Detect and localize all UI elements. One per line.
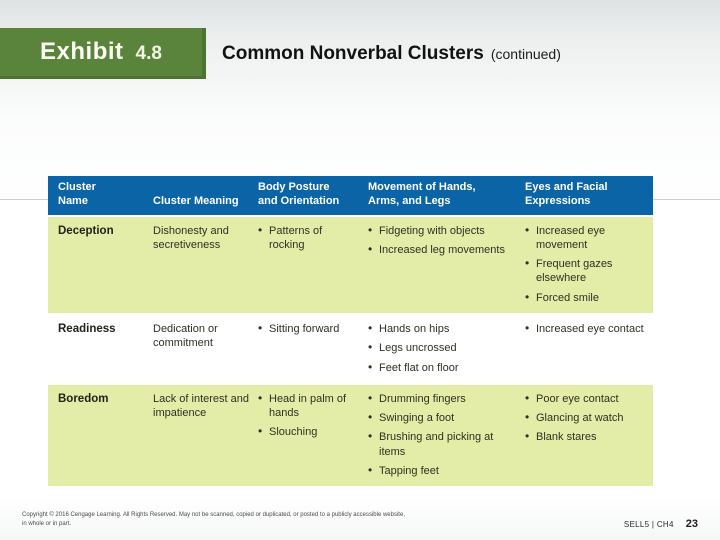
cluster-meaning: Lack of interest and impatience	[153, 392, 250, 420]
course-code: SELL5 | CH4	[623, 520, 674, 529]
slide-title-wrap: Common Nonverbal Clusters (continued)	[222, 28, 561, 79]
bullet-item: Increased eye movement	[525, 223, 645, 253]
movement-cell: Fidgeting with objects Increased leg mov…	[368, 217, 525, 313]
bullet-item: Tapping feet	[368, 463, 517, 479]
movement-cell: Drumming fingers Swinging a foot Brushin…	[368, 385, 525, 486]
col-header-cluster-meaning: Cluster Meaning	[153, 194, 239, 207]
bullet-item: Drumming fingers	[368, 391, 517, 407]
bullet-item: Head in palm of hands	[258, 391, 360, 421]
movement-cell: Hands on hips Legs uncrossed Feet flat o…	[368, 315, 525, 383]
bullet-item: Feet flat on floor	[368, 360, 517, 376]
exhibit-number: 4.8	[135, 42, 162, 64]
eyes-cell: Poor eye contact Glancing at watch Blank…	[525, 385, 653, 486]
cluster-meaning: Dedication or commitment	[153, 322, 218, 350]
cluster-name: Boredom	[58, 392, 109, 405]
cluster-meaning: Dishonesty and secretiveness	[153, 224, 229, 251]
bullet-item: Increased leg movements	[368, 242, 517, 258]
bullet-item: Frequent gazes elsewhere	[525, 256, 645, 286]
col-header-body-posture: Body Posture and Orientation	[258, 181, 340, 207]
bullet-item: Legs uncrossed	[368, 340, 517, 356]
bullet-item: Sitting forward	[258, 321, 360, 337]
bullet-item: Increased eye contact	[525, 321, 645, 337]
bullet-item: Forced smile	[525, 290, 645, 306]
col-header-movement: Movement of Hands, Arms, and Legs	[368, 181, 476, 207]
bullet-item: Slouching	[258, 424, 360, 440]
bullet-item: Glancing at watch	[525, 410, 645, 426]
exhibit-badge: Exhibit 4.8	[0, 28, 206, 79]
table-row-readiness: Readiness Dedication or commitment Sitti…	[48, 312, 653, 383]
eyes-cell: Increased eye movement Frequent gazes el…	[525, 217, 653, 313]
cluster-name: Deception	[58, 224, 114, 237]
cluster-name: Readiness	[58, 322, 116, 335]
bullet-item: Brushing and picking at items	[368, 429, 517, 459]
bullet-item: Hands on hips	[368, 321, 517, 337]
col-header-eyes: Eyes and Facial Expressions	[525, 181, 608, 207]
footer-right: SELL5 | CH4 23	[624, 518, 698, 530]
bullet-item: Swinging a foot	[368, 410, 517, 426]
table-row-boredom: Boredom Lack of interest and impatience …	[48, 382, 653, 487]
body-posture-cell: Patterns of rocking	[258, 217, 368, 313]
table-row-deception: Deception Dishonesty and secretiveness P…	[48, 214, 653, 313]
body-posture-cell: Sitting forward	[258, 315, 368, 383]
slide-title-suffix: (continued)	[490, 45, 561, 62]
slide-title: Common Nonverbal Clusters	[222, 42, 484, 64]
page-number: 23	[685, 518, 698, 530]
bullet-item: Patterns of rocking	[258, 223, 360, 253]
nonverbal-clusters-table: Cluster Name Cluster Meaning Body Postur…	[48, 176, 653, 487]
col-header-cluster-name: Cluster Name	[58, 181, 96, 207]
bullet-item: Poor eye contact	[525, 391, 645, 407]
exhibit-label: Exhibit	[40, 38, 124, 65]
copyright-notice: Copyright © 2016 Cengage Learning. All R…	[22, 511, 405, 528]
body-posture-cell: Head in palm of hands Slouching	[258, 385, 368, 486]
bullet-item: Fidgeting with objects	[368, 222, 517, 238]
bullet-item: Blank stares	[525, 429, 645, 445]
table-header-row: Cluster Name Cluster Meaning Body Postur…	[48, 176, 653, 215]
eyes-cell: Increased eye contact	[525, 315, 653, 383]
